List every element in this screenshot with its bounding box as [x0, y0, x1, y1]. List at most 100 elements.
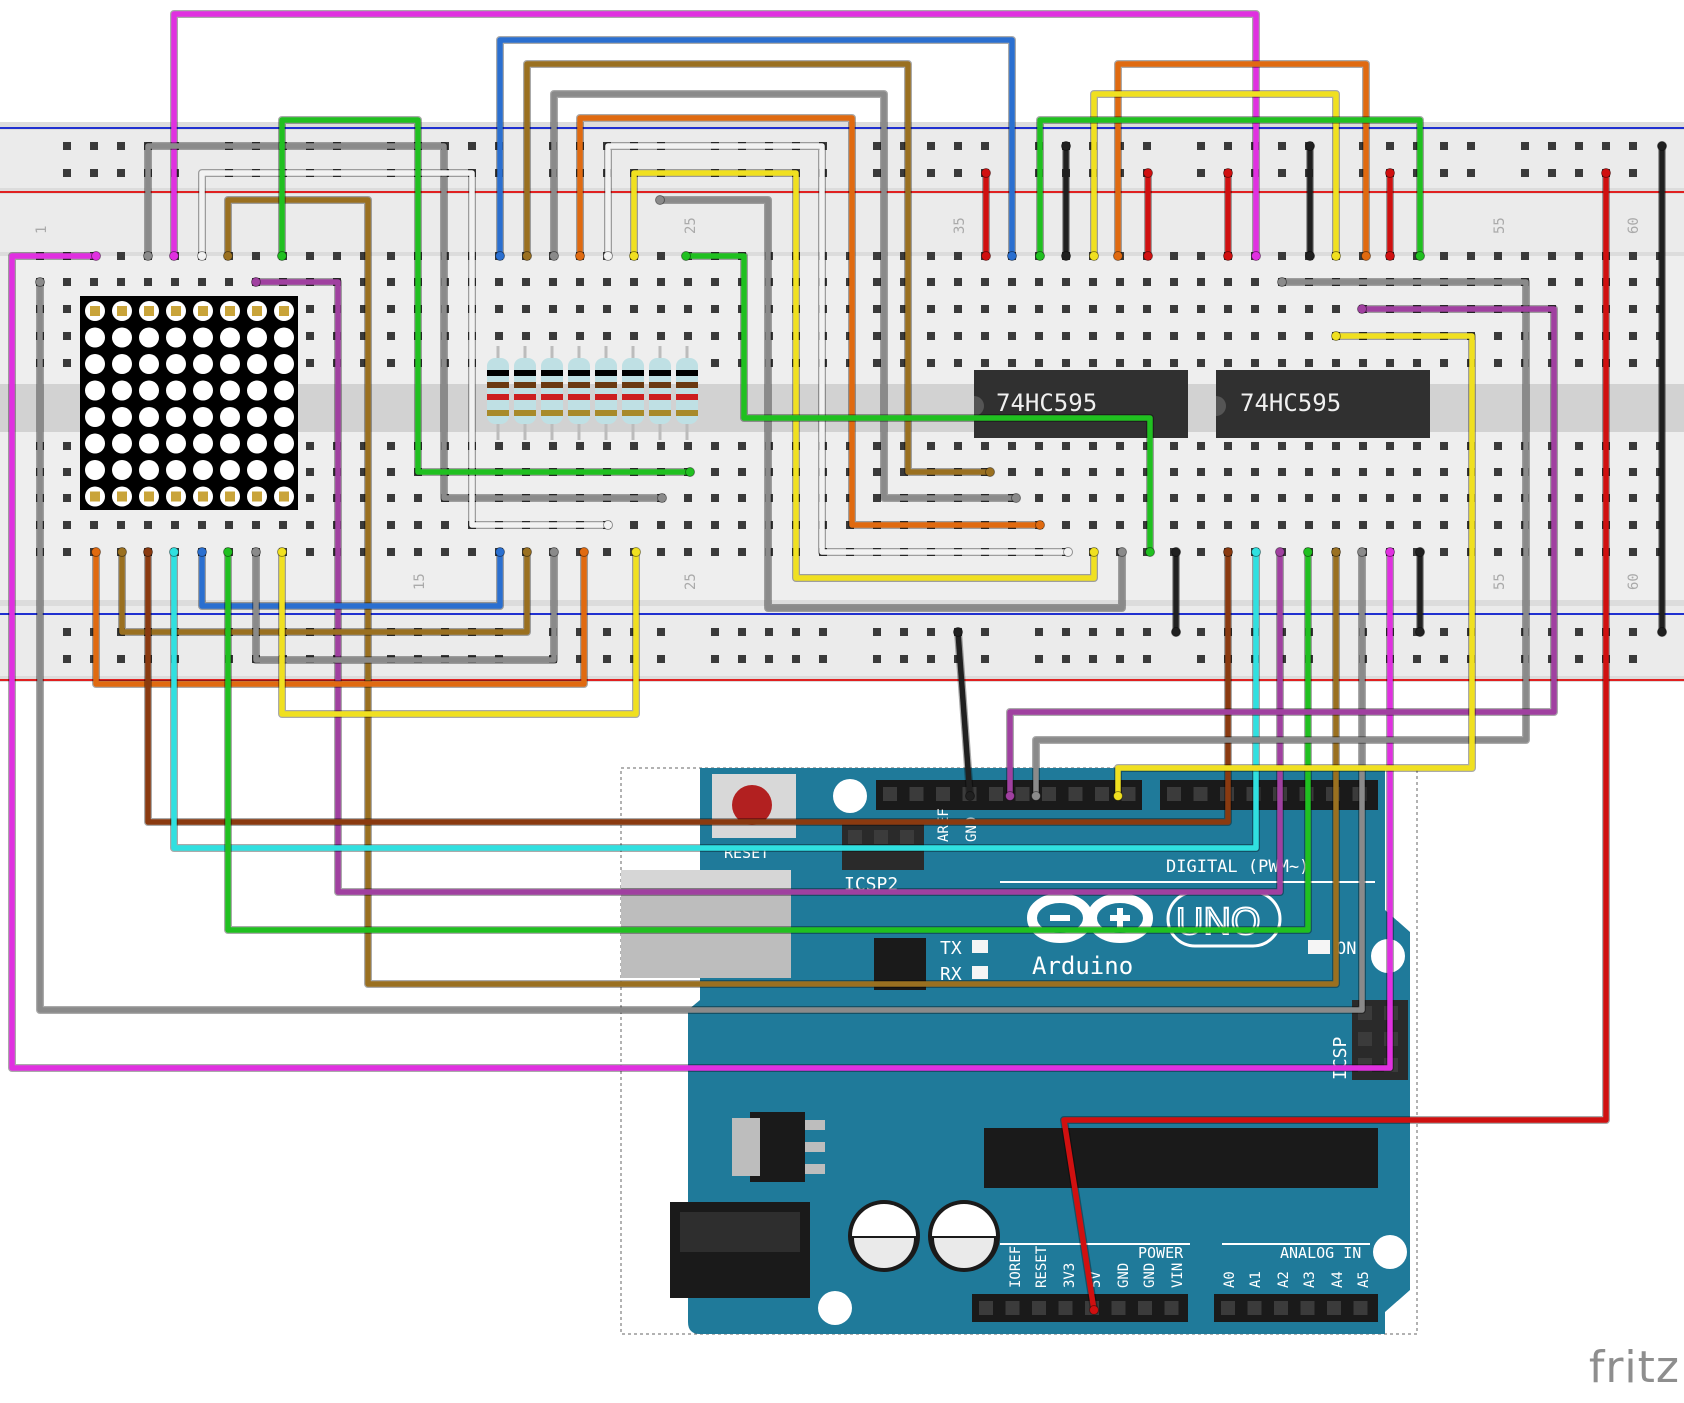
pin-label: A4 [1330, 1271, 1346, 1288]
breadboard-hole [1494, 252, 1502, 260]
led-dot [85, 327, 105, 348]
header-pin [1015, 787, 1030, 801]
breadboard-hole [1575, 278, 1583, 286]
breadboard-hole [1062, 305, 1070, 313]
wire-end [953, 627, 963, 637]
breadboard-hole [711, 494, 719, 502]
breadboard-hole [387, 548, 395, 556]
breadboard-hole [738, 468, 746, 476]
rail-hole [1440, 628, 1448, 636]
wire-end [1223, 168, 1233, 178]
breadboard-hole [1413, 359, 1421, 367]
wire-end [1601, 168, 1611, 178]
breadboard-hole [981, 442, 989, 450]
resistor-band [568, 370, 590, 376]
breadboard-hole [1413, 468, 1421, 476]
breadboard-hole [1008, 359, 1016, 367]
resistor-band [487, 394, 509, 400]
breadboard-hole [387, 494, 395, 502]
led-dot [85, 460, 105, 480]
breadboard-hole [1251, 278, 1259, 286]
led-dot [274, 354, 294, 374]
breadboard-hole [738, 494, 746, 502]
breadboard-hole [657, 252, 665, 260]
rail-hole [1629, 169, 1637, 177]
breadboard-hole [1143, 332, 1151, 340]
rail-hole [792, 655, 800, 663]
breadboard-hole [306, 442, 314, 450]
breadboard-hole [1035, 442, 1043, 450]
breadboard-hole [1089, 494, 1097, 502]
breadboard-hole [387, 521, 395, 529]
rail-hole [738, 655, 746, 663]
led-dot [166, 407, 186, 427]
rail-hole [1143, 628, 1151, 636]
header-pin [1167, 787, 1181, 801]
wire-end [522, 251, 532, 261]
header-pin [1058, 1301, 1073, 1315]
breadboard-hole [1629, 468, 1637, 476]
breadboard-hole [711, 359, 719, 367]
rail-hole [1413, 169, 1421, 177]
led-dot [220, 433, 240, 454]
reset-button[interactable]: RESET [712, 774, 796, 862]
breadboard-hole [1440, 359, 1448, 367]
wire-end [1251, 547, 1261, 557]
breadboard-hole [1143, 521, 1151, 529]
shift-register-2[interactable]: 74HC595 [1216, 370, 1430, 438]
led-dot [139, 354, 159, 374]
header-pin [936, 787, 950, 801]
digital-label: DIGITAL (PWM~) [1166, 857, 1309, 877]
shift-register-1[interactable]: 74HC595 [974, 370, 1188, 438]
mounting-hole [1373, 1235, 1407, 1269]
led-dot [139, 460, 159, 480]
breadboard-hole [738, 442, 746, 450]
breadboard-hole [306, 332, 314, 340]
breadboard-hole [954, 442, 962, 450]
wire-end [169, 251, 179, 261]
breadboard-hole [1089, 305, 1097, 313]
resistor-band [649, 394, 671, 400]
led-dot [247, 327, 267, 348]
breadboard-hole [1089, 442, 1097, 450]
breadboard-hole [1305, 468, 1313, 476]
breadboard-hole [1008, 442, 1016, 450]
resistor-band [541, 394, 563, 400]
rail-hole [1386, 142, 1394, 150]
wire-blue [199, 552, 503, 609]
breadboard-hole [1359, 494, 1367, 502]
led-dot [139, 407, 159, 427]
wire-black [955, 631, 973, 797]
breadboard-hole [1575, 442, 1583, 450]
wire-gray [145, 143, 662, 501]
resistor-band [541, 410, 563, 416]
breadboard-hole [711, 442, 719, 450]
resistor-band [649, 370, 671, 376]
wire-end [1143, 251, 1153, 261]
breadboard-hole [1062, 521, 1070, 529]
aref-label: AREF [936, 808, 952, 842]
breadboard-hole [1494, 521, 1502, 529]
breadboard-hole [1278, 305, 1286, 313]
breadboard-hole [1440, 548, 1448, 556]
led-dot [112, 433, 132, 454]
breadboard-hole [306, 252, 314, 260]
breadboard-hole [522, 442, 530, 450]
on-led: ON [1308, 939, 1356, 959]
breadboard-hole [387, 252, 395, 260]
breadboard-hole [63, 494, 71, 502]
breadboard-hole [1116, 468, 1124, 476]
breadboard-hole [1278, 332, 1286, 340]
wire-end [522, 547, 532, 557]
wire-end [657, 493, 667, 503]
wire-end [549, 251, 559, 261]
breadboard-hole [1278, 359, 1286, 367]
breadboard-hole [1386, 359, 1394, 367]
wire-brown [524, 61, 990, 475]
rail-hole [657, 655, 665, 663]
led-pin [144, 491, 154, 502]
header-pin [1327, 1301, 1341, 1315]
resistor-band [676, 370, 698, 376]
wire-white [605, 143, 1068, 555]
column-number: 55 [1492, 217, 1508, 234]
